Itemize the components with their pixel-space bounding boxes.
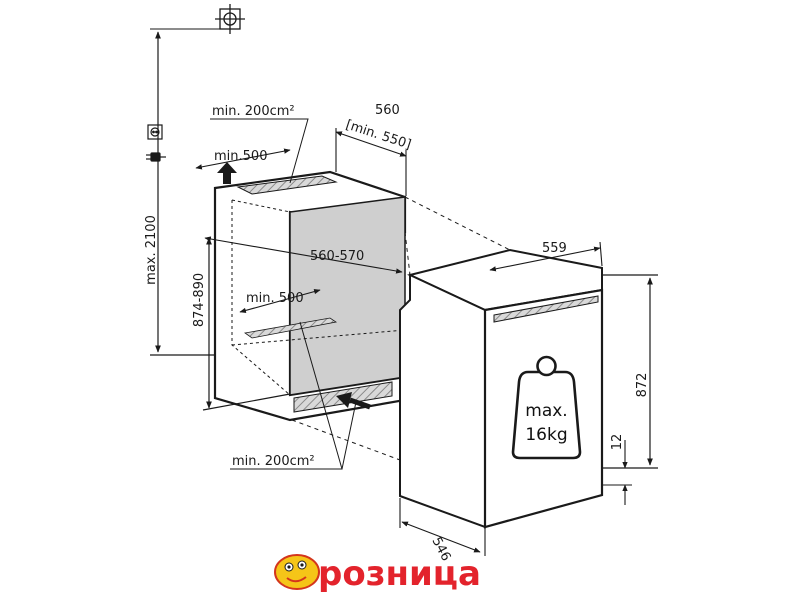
max-height-dimension: [150, 31, 215, 356]
weight-line2: 16kg: [525, 425, 567, 445]
power-plug-icon: [146, 152, 166, 162]
appliance-height-dimension: [602, 274, 658, 469]
plinth-label: 12: [610, 434, 625, 451]
power-socket-icon: [147, 124, 163, 140]
plinth-dimension: [602, 440, 632, 505]
depth-top-label: min.500: [214, 149, 267, 164]
depth-inner-dimension: [239, 289, 321, 313]
max-height-label: max. 2100: [144, 215, 159, 285]
width-inner-dimension: [204, 236, 403, 274]
depth-inner-label: min. 500: [246, 291, 304, 306]
width-outer-dimension: [335, 128, 407, 196]
appliance-height-label: 872: [635, 373, 650, 398]
brand-logo: розница: [274, 553, 482, 595]
width-outer-label: 560: [375, 103, 400, 118]
depth-top-dimension: [195, 148, 291, 170]
appliance-depth-dimension: [399, 498, 486, 556]
air-inlet-arrow-icon: [336, 392, 371, 410]
vent-top-leader: [210, 118, 309, 184]
vent-bottom-label: min. 200cm²: [232, 454, 315, 469]
width-outer-min-label: [min. 550]: [344, 118, 413, 153]
niche-height-dimension: [202, 237, 291, 411]
weight-icon: max. 16kg: [511, 355, 582, 460]
vent-bottom-leader: [230, 321, 357, 470]
weight-line1: max.: [525, 401, 567, 421]
mascot-icon: [274, 554, 320, 590]
cabinet-niche: [213, 170, 407, 422]
width-inner-label: 560-570: [310, 249, 364, 264]
air-outlet-arrow-icon: [217, 162, 237, 184]
appliance-width-dimension: [489, 241, 603, 272]
niche-height-label: 874-890: [192, 273, 207, 327]
vent-top-label: min. 200cm²: [212, 104, 295, 119]
appliance-width-label: 559: [542, 241, 567, 256]
brand-text: розница: [318, 554, 481, 594]
